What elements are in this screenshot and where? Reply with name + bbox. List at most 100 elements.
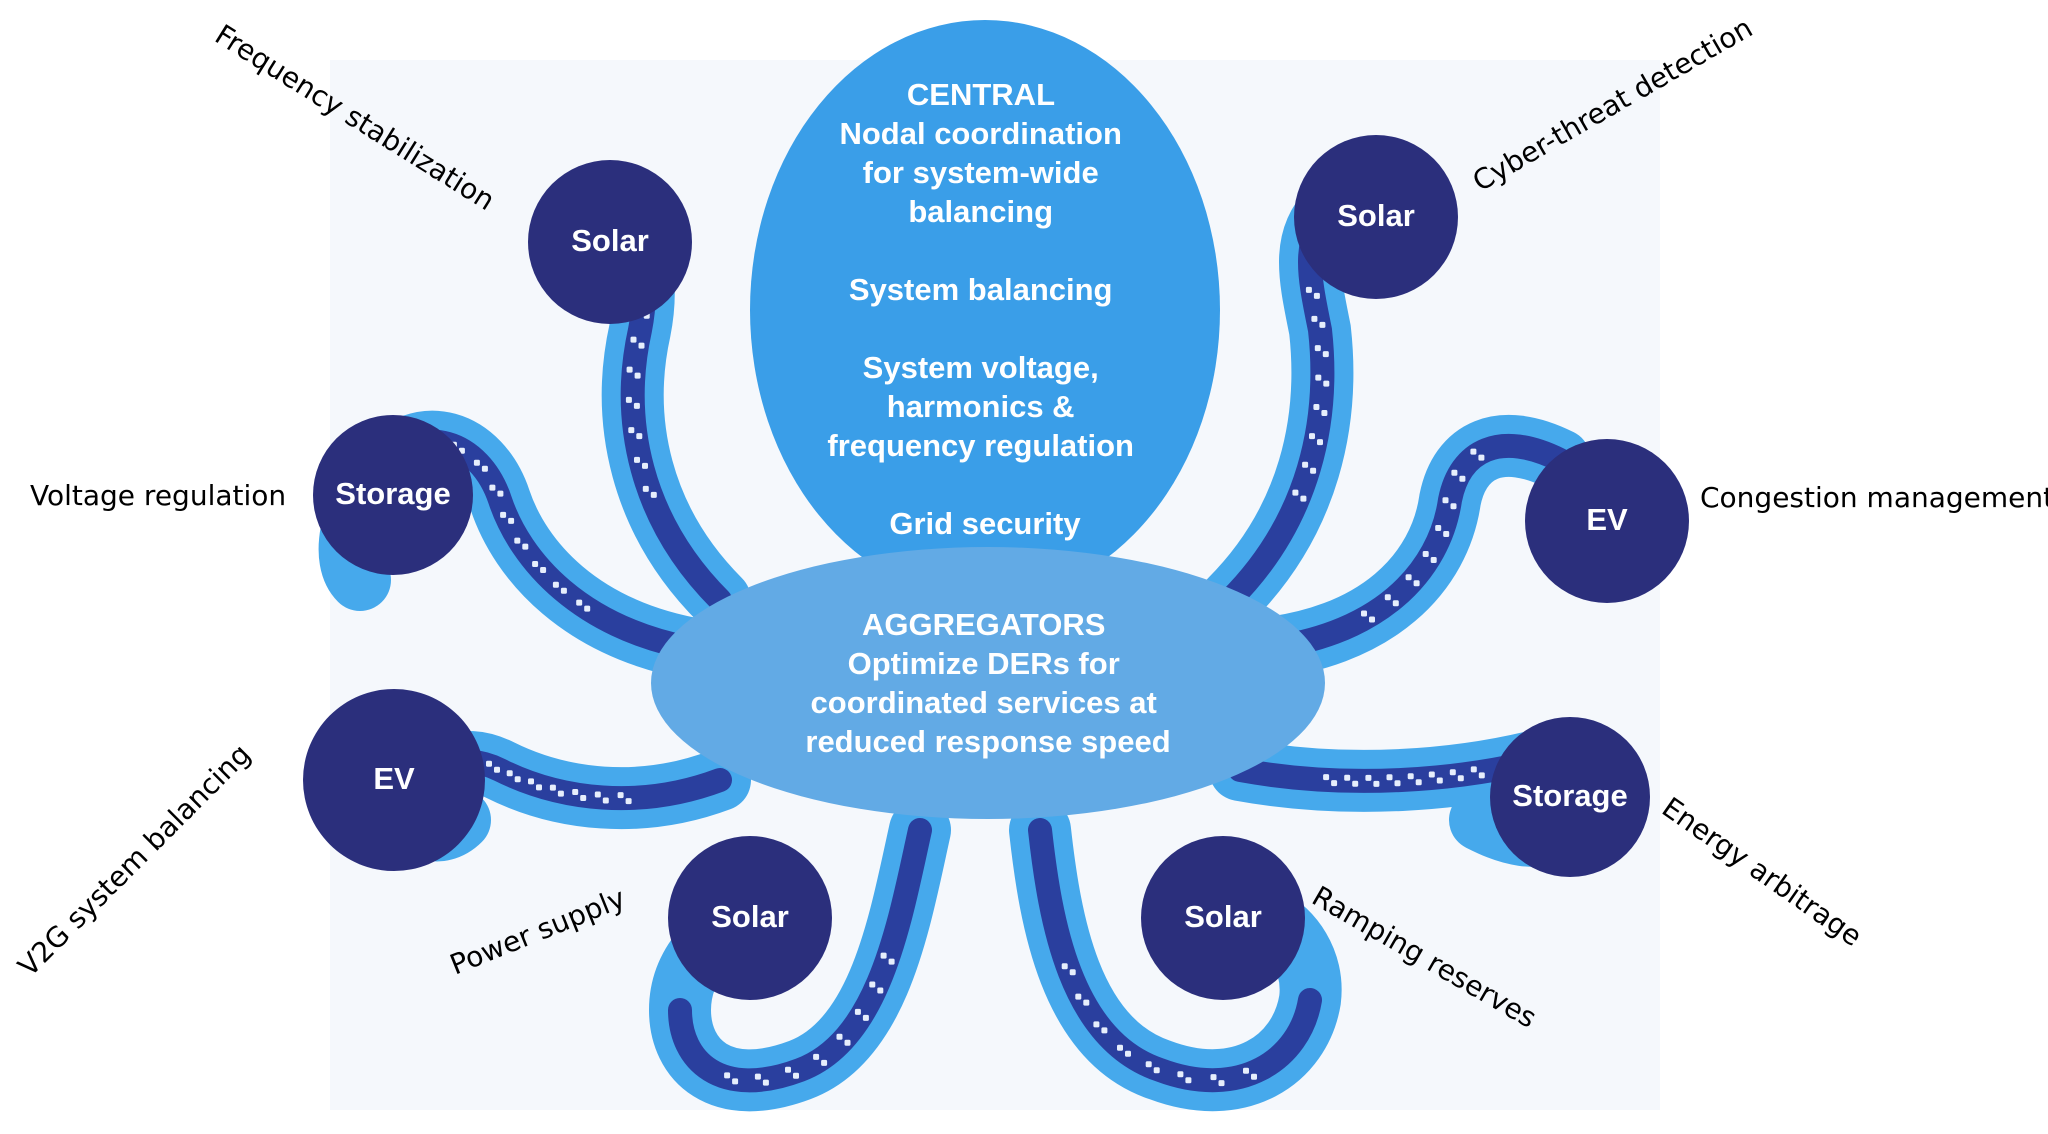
sucker-dot <box>628 427 635 434</box>
sucker-dot <box>1177 1071 1184 1078</box>
sucker-dot <box>626 366 633 373</box>
sucker-dot <box>1309 433 1315 440</box>
sucker-dot <box>532 561 539 567</box>
node-solar-top-left: Solar <box>528 160 692 324</box>
sucker-dot <box>642 462 648 469</box>
sucker-dot <box>821 1059 828 1066</box>
sucker-dot <box>762 1079 769 1086</box>
sucker-dot <box>1117 1044 1123 1051</box>
sucker-dot <box>625 396 632 403</box>
sucker-dot <box>1344 774 1351 781</box>
central-line: Grid security <box>889 506 1081 541</box>
sucker-dot <box>844 1039 851 1046</box>
service-energy-arbitrage: Energy arbitrage <box>1656 791 1868 953</box>
sucker-dot <box>1369 616 1375 623</box>
node-circle <box>1141 836 1305 1000</box>
node-circle <box>528 160 692 324</box>
sucker-dot <box>1145 1061 1152 1068</box>
sucker-dot <box>1415 779 1422 786</box>
sucker-dot <box>1321 410 1328 416</box>
tentacle-suckers <box>450 276 1485 1087</box>
aggregators-line: reduced response speed <box>805 724 1170 759</box>
sucker-dot <box>630 336 637 343</box>
sucker-dot <box>1450 503 1457 510</box>
node-label: Solar <box>1184 899 1262 934</box>
central-line: System voltage, <box>863 350 1099 385</box>
central-line: balancing <box>908 194 1053 229</box>
sucker-dot <box>732 1078 739 1085</box>
node-circle <box>1490 717 1650 877</box>
node-label: Solar <box>571 223 649 258</box>
central-head <box>750 20 1220 600</box>
sucker-dot <box>1315 374 1322 381</box>
sucker-dot <box>494 766 500 773</box>
sucker-dot <box>633 402 640 409</box>
sucker-dot <box>793 1072 799 1079</box>
sucker-dot <box>1210 1074 1217 1081</box>
sucker-dot <box>1153 1067 1160 1074</box>
aggregators-line: coordinated services at <box>811 685 1157 720</box>
node-ev-left: EV <box>303 689 485 871</box>
sucker-dot <box>1323 774 1330 781</box>
node-circle <box>1294 135 1458 299</box>
sucker-dot <box>1470 766 1477 773</box>
aggregators-body <box>651 547 1325 819</box>
sucker-dot <box>1392 600 1399 607</box>
sucker-dot <box>1101 1027 1108 1034</box>
sucker-dot <box>1251 1073 1257 1080</box>
sucker-dot <box>754 1073 761 1080</box>
sucker-dot <box>638 342 645 349</box>
sucker-dot <box>1061 963 1068 970</box>
sucker-dot <box>1310 467 1317 474</box>
sucker-dot <box>584 605 591 612</box>
central-text: CENTRAL Nodal coordination for system-wi… <box>827 77 1142 541</box>
aggregators-text: AGGREGATORS Optimize DERs for coordinate… <box>805 607 1170 759</box>
sucker-dot <box>1478 454 1485 461</box>
sucker-dot <box>1470 448 1477 455</box>
node-label: Solar <box>711 899 789 934</box>
sucker-dot <box>481 465 488 472</box>
sucker-dot <box>1386 774 1393 781</box>
service-congestion-management: Congestion management <box>1700 481 2048 514</box>
sucker-dot <box>549 784 556 791</box>
sucker-dot <box>1075 993 1082 1000</box>
node-circle <box>668 836 832 1000</box>
sucker-dot <box>634 456 640 463</box>
node-label: Storage <box>1512 778 1627 813</box>
sucker-dot <box>500 511 507 518</box>
sucker-dot <box>514 537 521 544</box>
sucker-dot <box>1430 557 1437 563</box>
service-v2g-system-balancing: V2G system balancing <box>12 738 257 983</box>
node-solar-top-right: Solar <box>1294 135 1458 299</box>
sucker-dot <box>560 587 567 594</box>
sucker-dot <box>1459 475 1466 482</box>
central-line: System balancing <box>849 272 1113 307</box>
sucker-dot <box>1314 345 1321 352</box>
sucker-dot <box>642 485 649 492</box>
sucker-dot <box>813 1053 820 1060</box>
sucker-dot <box>888 958 895 965</box>
sucker-dot <box>1361 610 1367 617</box>
central-line: harmonics & <box>887 389 1075 424</box>
sucker-dot <box>877 987 884 994</box>
sucker-dot <box>1323 380 1330 387</box>
sucker-dot <box>1313 404 1320 410</box>
node-ev-right: EV <box>1525 439 1689 603</box>
sucker-dot <box>1435 525 1442 531</box>
sucker-dot <box>1443 531 1450 537</box>
sucker-dot <box>1243 1067 1249 1074</box>
sucker-dot <box>1394 780 1401 787</box>
sucker-dot <box>836 1033 843 1040</box>
sucker-dot <box>572 789 579 795</box>
sucker-dot <box>1125 1050 1131 1057</box>
sucker-dot <box>1093 1021 1100 1028</box>
node-solar-bottom-right: Solar <box>1141 836 1305 1000</box>
sucker-dot <box>1302 461 1309 468</box>
sucker-dot <box>1317 439 1323 446</box>
sucker-dot <box>1300 495 1307 502</box>
sucker-dot <box>880 952 887 959</box>
sucker-dot <box>785 1066 791 1073</box>
sucker-dot <box>1305 286 1312 293</box>
node-circle <box>313 415 473 575</box>
